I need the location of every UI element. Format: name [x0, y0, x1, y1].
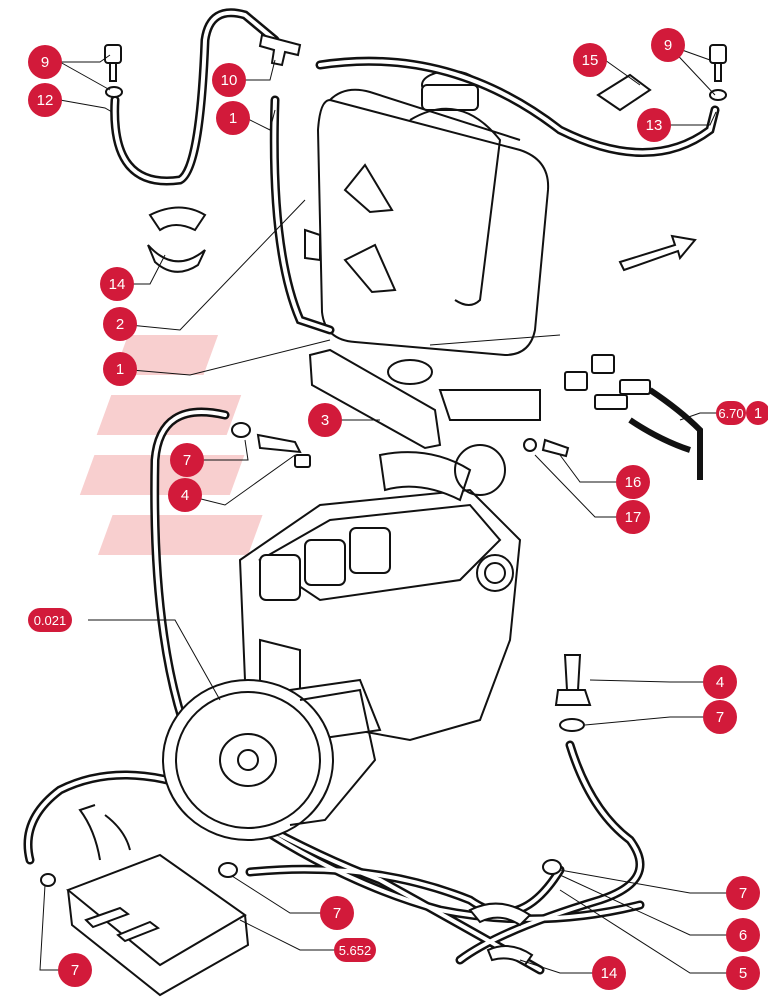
callout-16: 16: [616, 465, 650, 499]
engine-block: [238, 444, 522, 742]
callout-5: 5: [726, 956, 760, 990]
callout-7-bottom-middle: 7: [320, 896, 354, 930]
callout-9-top-left: 9: [28, 45, 62, 79]
callout-14-bottom: 14: [592, 956, 626, 990]
electrical-connectors: [564, 354, 703, 480]
callout-15: 15: [573, 43, 607, 77]
svg-text:1: 1: [116, 361, 124, 378]
flywheel: [162, 679, 377, 841]
callout-1-right: 1: [746, 401, 768, 425]
svg-text:3: 3: [321, 412, 329, 429]
fuel-tank: [304, 70, 550, 357]
callout-7-bottom-left: 7: [58, 953, 92, 987]
callout-7-left: 7: [170, 443, 204, 477]
callout-4-left: 4: [168, 478, 202, 512]
svg-text:2: 2: [116, 316, 124, 333]
reference-6-70: 6.70: [716, 401, 746, 425]
callout-6: 6: [726, 918, 760, 952]
svg-text:15: 15: [582, 52, 599, 69]
svg-text:13: 13: [646, 117, 663, 134]
svg-text:4: 4: [181, 487, 189, 504]
callout-2: 2: [103, 307, 137, 341]
svg-text:7: 7: [183, 452, 191, 469]
control-unit: [66, 804, 250, 997]
callout-1-top: 1: [216, 101, 250, 135]
svg-text:16: 16: [625, 474, 642, 491]
callout-14-top: 14: [100, 267, 134, 301]
direction-arrow: [618, 234, 697, 272]
callout-balloons: 9 12 10 1 14 2 1 15 9 13 3 7 4 16 17 1 4…: [28, 28, 768, 990]
svg-text:17: 17: [625, 509, 642, 526]
svg-text:10: 10: [221, 72, 238, 89]
svg-text:0.021: 0.021: [34, 613, 67, 628]
svg-text:1: 1: [229, 110, 237, 127]
callout-7-bottom-right: 7: [726, 876, 760, 910]
svg-text:14: 14: [601, 965, 618, 982]
watermark-logo: [79, 335, 263, 555]
callout-10: 10: [212, 63, 246, 97]
svg-text:7: 7: [739, 885, 747, 902]
fittings: [40, 33, 727, 967]
svg-text:5.652: 5.652: [339, 943, 372, 958]
svg-text:9: 9: [664, 37, 672, 54]
tank-bracket: [308, 348, 541, 450]
svg-text:4: 4: [716, 674, 724, 691]
svg-text:5: 5: [739, 965, 747, 982]
svg-text:14: 14: [109, 276, 126, 293]
callout-12: 12: [28, 83, 62, 117]
svg-text:7: 7: [716, 709, 724, 726]
callout-9-top-right: 9: [651, 28, 685, 62]
svg-text:7: 7: [333, 905, 341, 922]
reference-5-652: 5.652: [334, 938, 376, 962]
callout-1-middle: 1: [103, 352, 137, 386]
svg-text:12: 12: [37, 92, 54, 109]
svg-text:6: 6: [739, 927, 747, 944]
svg-text:7: 7: [71, 962, 79, 979]
svg-text:6.70: 6.70: [718, 406, 743, 421]
reference-0-021: 0.021: [28, 608, 72, 632]
callout-17: 17: [616, 500, 650, 534]
callout-4-right: 4: [703, 665, 737, 699]
svg-text:9: 9: [41, 54, 49, 71]
callout-13: 13: [637, 108, 671, 142]
callout-7-right: 7: [703, 700, 737, 734]
svg-text:1: 1: [754, 405, 762, 422]
callout-3: 3: [308, 403, 342, 437]
